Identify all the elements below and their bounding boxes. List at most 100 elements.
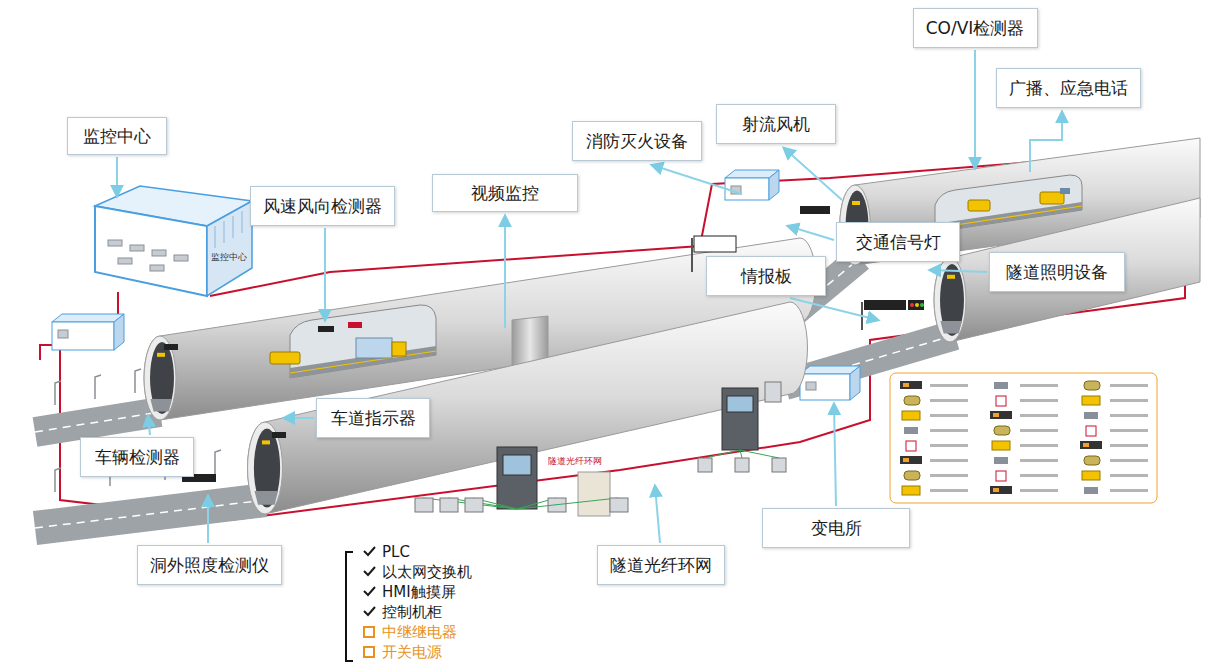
- kiosk-roof: [52, 314, 124, 322]
- wire: [740, 450, 742, 458]
- legend-text-mark: [1110, 444, 1148, 447]
- todo-box: [364, 647, 374, 657]
- legend-icon: [990, 411, 1012, 419]
- check-mark: [364, 547, 375, 555]
- leader-line: [284, 417, 314, 419]
- callout-text: 交通信号灯: [856, 232, 941, 252]
- callout-text: 视频监控: [471, 183, 539, 203]
- text-label: 开关电源: [382, 643, 442, 661]
- tunnel-interior: [150, 342, 174, 414]
- callout-box: 隧道照明设备: [989, 252, 1125, 292]
- legend-icon: [1084, 487, 1098, 494]
- signal-lamp: [920, 303, 924, 307]
- leader-line: [652, 165, 742, 194]
- legend-icon: [993, 488, 999, 492]
- text-label: HMI触摸屏: [382, 583, 456, 601]
- callout-text: 射流风机: [742, 114, 810, 134]
- device: [465, 498, 483, 512]
- tunnel-light: [157, 353, 165, 357]
- text-label: 以太网交换机: [382, 563, 472, 581]
- callout-box: 消防灭火设备: [572, 121, 702, 161]
- legend-text-mark: [1020, 429, 1058, 432]
- legend-text-mark: [930, 414, 968, 417]
- legend-icon: [1084, 456, 1100, 465]
- leader-line: [784, 148, 842, 200]
- legend-text-mark: [1020, 414, 1058, 417]
- legend-text-mark: [1020, 399, 1058, 402]
- window-grid: [215, 226, 216, 248]
- car: [270, 352, 300, 364]
- todo-box: [364, 627, 374, 637]
- text-label: 隧道光纤环网: [548, 456, 602, 467]
- legend-icon: [993, 413, 999, 417]
- legend-icon: [904, 396, 920, 405]
- callout-box: 广播、应急电话: [996, 68, 1141, 108]
- legend-text-mark: [1110, 429, 1148, 432]
- signal-lamp: [915, 303, 919, 307]
- window-grid: [233, 216, 234, 238]
- leader-line: [834, 404, 836, 506]
- message-board: [864, 300, 906, 310]
- device: [415, 498, 433, 512]
- tunnel-light: [852, 201, 860, 205]
- building-front: [95, 206, 207, 296]
- legend-text-mark: [930, 459, 968, 462]
- callout-text: 风速风向检测器: [263, 196, 382, 216]
- legend-icon: [906, 441, 916, 451]
- wire: [705, 450, 740, 458]
- legend-icon: [904, 471, 920, 480]
- tunnel-tube: [248, 302, 808, 514]
- desk: [150, 265, 164, 271]
- legend-icon: [1084, 412, 1098, 419]
- legend-text-mark: [930, 384, 968, 387]
- kiosk-side: [769, 170, 779, 200]
- leader-line: [974, 50, 976, 168]
- legend-icon: [1082, 396, 1100, 405]
- kiosk-desk: [806, 382, 816, 390]
- kiosk-front: [800, 374, 850, 400]
- leader-line: [504, 216, 506, 328]
- legend-text-mark: [1110, 489, 1148, 492]
- lane-sign: [272, 432, 286, 438]
- desk: [130, 245, 144, 251]
- text-label: 监控中心: [211, 252, 247, 263]
- lamp-post: [95, 375, 101, 399]
- control-cabinet: [722, 388, 758, 450]
- callout-text: CO/VI检测器: [926, 18, 1025, 38]
- building-side: [207, 201, 252, 296]
- legend-text-mark: [930, 474, 968, 477]
- legend-icon: [1086, 426, 1096, 436]
- legend-text-mark: [1110, 474, 1148, 477]
- tunnel-light: [947, 275, 955, 279]
- kiosk-side: [114, 314, 124, 350]
- hmi-screen: [503, 455, 531, 475]
- tunnel-interior: [940, 264, 964, 336]
- lamp-post: [215, 450, 221, 474]
- road: [35, 412, 160, 432]
- leader-line: [148, 416, 150, 435]
- tunnel-tube: [934, 198, 1200, 342]
- kiosk-front: [52, 322, 114, 350]
- device: [765, 382, 781, 402]
- legend-text-mark: [930, 429, 968, 432]
- callout-box: 射流风机: [716, 104, 836, 144]
- callout-box: 交通信号灯: [836, 222, 960, 262]
- legend-icon: [1083, 443, 1089, 447]
- callout-text: 监控中心: [83, 126, 151, 146]
- legend-icon: [903, 383, 909, 387]
- callout-text: 车道指示器: [331, 408, 416, 428]
- legend-icon: [904, 427, 918, 434]
- road: [35, 500, 265, 528]
- desk: [174, 255, 188, 261]
- legend-icon: [994, 382, 1008, 389]
- legend-text-mark: [930, 489, 968, 492]
- window-grid: [242, 211, 243, 233]
- legend-icon: [900, 456, 922, 464]
- callout-text: 变电所: [811, 518, 862, 538]
- signal-light: [800, 206, 830, 214]
- legend-text-mark: [1110, 384, 1148, 387]
- kiosk-side: [850, 366, 860, 400]
- wire: [517, 498, 618, 509]
- kiosk-desk: [58, 330, 68, 338]
- leader-line: [930, 270, 987, 272]
